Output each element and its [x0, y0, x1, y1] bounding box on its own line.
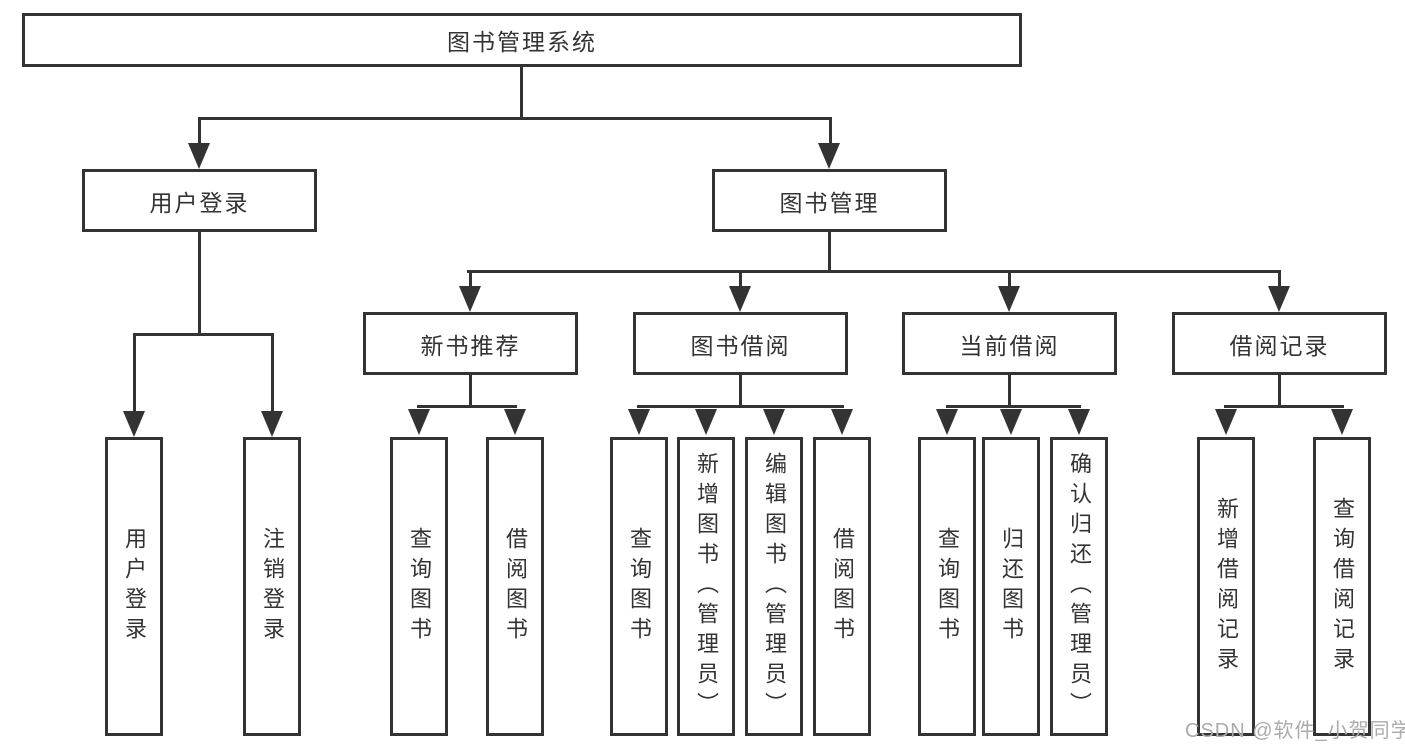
connector-line — [637, 405, 844, 408]
connector-line — [1008, 270, 1011, 288]
connector-line — [1224, 405, 1344, 408]
arrowhead-down — [831, 409, 853, 435]
connector-line — [739, 270, 742, 288]
node-label: 归还图书 — [999, 526, 1024, 647]
node-user-login: 用户登录 — [82, 169, 317, 232]
connector-line — [520, 66, 523, 119]
node-library-system: 图书管理系统 — [22, 13, 1022, 67]
node-label: 借阅记录 — [1229, 332, 1330, 359]
arrowhead-down — [695, 409, 717, 435]
arrowhead-down — [408, 409, 430, 435]
leaf-return-books: 归还图书 — [982, 437, 1040, 736]
node-label: 注销登录 — [260, 526, 285, 647]
node-book-borrow: 图书借阅 — [633, 312, 848, 375]
arrowhead-down — [1215, 409, 1237, 435]
connector-line — [1278, 375, 1281, 408]
arrowhead-down — [459, 286, 481, 312]
leaf-borrow-books-recommend: 借阅图书 — [486, 437, 544, 736]
arrowhead-down — [729, 286, 751, 312]
node-label: 用户登录 — [122, 526, 147, 647]
node-label: 用户登录 — [149, 189, 250, 216]
node-label: 当前借阅 — [959, 332, 1060, 359]
node-label: 新书推荐 — [420, 332, 521, 359]
connector-line — [133, 333, 136, 413]
node-borrow-records: 借阅记录 — [1172, 312, 1387, 375]
arrowhead-down — [818, 143, 840, 169]
node-label: 编辑图书（管理员） — [762, 451, 787, 722]
node-label: 新增借阅记录 — [1214, 496, 1239, 677]
leaf-borrow-books: 借阅图书 — [813, 437, 871, 736]
node-label: 查询图书 — [627, 526, 652, 647]
arrowhead-down — [123, 411, 145, 437]
connector-line — [1278, 270, 1281, 288]
leaf-user-login: 用户登录 — [105, 437, 163, 736]
node-label: 借阅图书 — [503, 526, 528, 647]
arrowhead-down — [1268, 286, 1290, 312]
connector-line — [469, 270, 472, 288]
leaf-edit-books-admin: 编辑图书（管理员） — [745, 437, 803, 736]
connector-line — [467, 270, 1281, 273]
node-label: 查询借阅记录 — [1330, 496, 1355, 677]
connector-line — [198, 232, 201, 335]
leaf-logout: 注销登录 — [243, 437, 301, 736]
connector-line — [133, 333, 274, 336]
arrowhead-down — [1000, 409, 1022, 435]
connector-line — [271, 333, 274, 413]
connector-line — [469, 375, 472, 408]
node-label: 确认归还（管理员） — [1067, 451, 1092, 722]
watermark: CSDN @软件_小贺同学 — [1185, 720, 1405, 742]
node-label: 图书管理 — [779, 189, 880, 216]
node-label: 查询图书 — [407, 526, 432, 647]
leaf-query-borrow-record: 查询借阅记录 — [1313, 437, 1371, 736]
node-label: 图书借阅 — [690, 332, 791, 359]
connector-line — [1008, 375, 1011, 408]
arrowhead-down — [1068, 409, 1090, 435]
connector-line — [198, 117, 832, 120]
leaf-add-books-admin: 新增图书（管理员） — [677, 437, 735, 736]
connector-line — [946, 405, 1081, 408]
arrowhead-down — [998, 286, 1020, 312]
node-label: 借阅图书 — [830, 526, 855, 647]
connector-line — [829, 117, 832, 147]
node-label: 查询图书 — [935, 526, 960, 647]
node-new-book-recommend: 新书推荐 — [363, 312, 578, 375]
leaf-confirm-return-admin: 确认归还（管理员） — [1050, 437, 1108, 736]
arrowhead-down — [188, 143, 210, 169]
arrowhead-down — [936, 409, 958, 435]
arrowhead-down — [763, 409, 785, 435]
leaf-query-books-current: 查询图书 — [918, 437, 976, 736]
connector-line — [198, 117, 201, 147]
leaf-query-books-recommend: 查询图书 — [390, 437, 448, 736]
arrowhead-down — [628, 409, 650, 435]
arrowhead-down — [504, 409, 526, 435]
node-label: 新增图书（管理员） — [694, 451, 719, 722]
leaf-query-books-borrow: 查询图书 — [610, 437, 668, 736]
node-book-management: 图书管理 — [712, 169, 947, 232]
connector-line — [417, 405, 517, 408]
node-label: 图书管理系统 — [447, 29, 597, 55]
connector-line — [739, 375, 742, 408]
arrowhead-down — [1331, 409, 1353, 435]
node-current-borrow: 当前借阅 — [902, 312, 1117, 375]
leaf-add-borrow-record: 新增借阅记录 — [1197, 437, 1255, 736]
arrowhead-down — [261, 411, 283, 437]
connector-line — [828, 232, 831, 273]
